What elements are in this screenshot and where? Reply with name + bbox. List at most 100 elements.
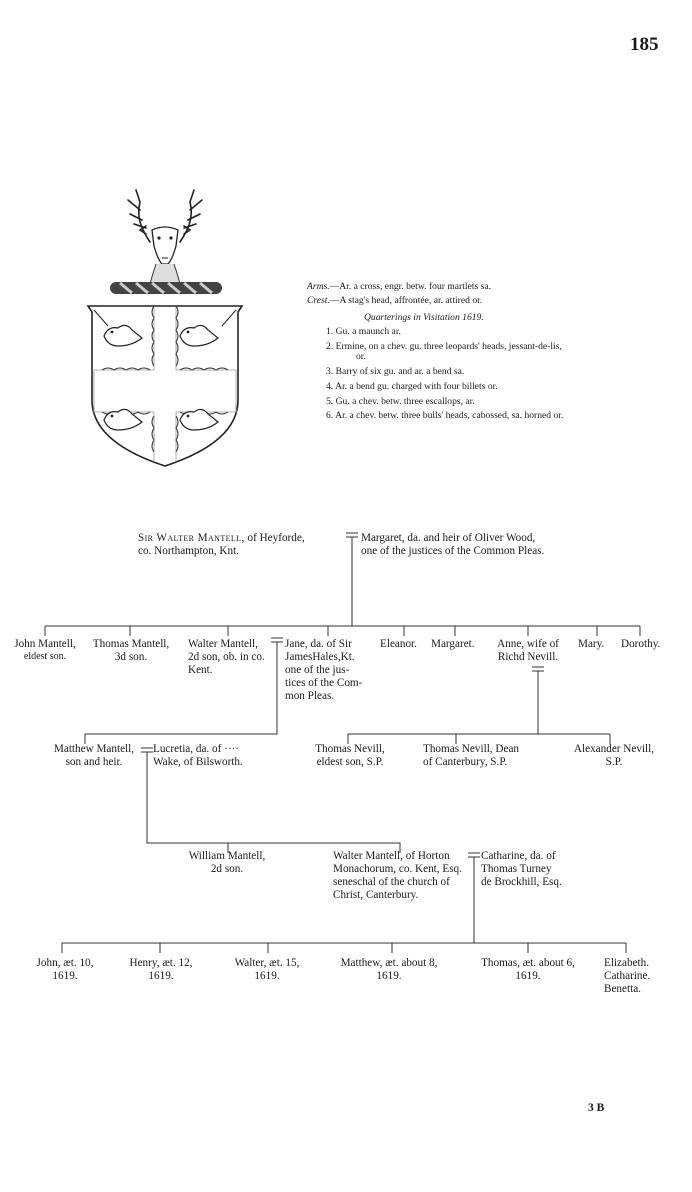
marriage-sign — [346, 532, 358, 538]
name: Thomas Nevill, — [315, 743, 385, 755]
description: tices of the Com- — [285, 677, 363, 689]
description: 2d son. — [210, 863, 244, 875]
person-thomas: Thomas, æt. about 6,1619. — [470, 957, 586, 983]
description: 1619. — [52, 970, 78, 982]
person-matthew: Matthew, æt. about 8,1619. — [330, 957, 448, 983]
marriage-sign — [271, 637, 283, 643]
name-catharine: Catharine. — [604, 970, 651, 982]
person-john: John, æt. 10,1619. — [22, 957, 108, 983]
quarterings-title: Quarterings in Visitation 1619. — [364, 312, 484, 323]
description: seneschal of the church of — [333, 876, 450, 888]
crest-text: —A stag's head, affrontée, ar. attired o… — [329, 295, 483, 306]
arms-label: Arms. — [307, 281, 330, 292]
quartering-number: 5. — [326, 395, 334, 407]
name-benetta: Benetta. — [604, 983, 641, 995]
name: Anne, wife of — [497, 638, 559, 650]
description: of Canterbury, S.P. — [423, 756, 508, 768]
description: 3d son. — [114, 651, 148, 663]
name: Jane, da. of Sir — [285, 638, 352, 650]
description: JamesHales,Kt. — [285, 651, 355, 663]
quartering-text: Gu. a chev. betw. three escallops, ar. — [335, 395, 475, 407]
crest-label: Crest. — [307, 295, 330, 306]
quartering-text: Gu. a maunch ar. — [335, 326, 401, 337]
description: Thomas Turney — [481, 863, 552, 875]
description: Richd Nevill. — [497, 651, 559, 663]
arms-line: Arms.—Ar. a cross, engr. betw. four mart… — [307, 280, 491, 295]
marriage-sign — [141, 747, 153, 753]
description: Kent. — [188, 664, 213, 676]
name: John, æt. 10, — [36, 957, 94, 969]
quartering-number: 2. — [326, 340, 334, 352]
description: 1619. — [148, 970, 174, 982]
sir-walter-line2: co. Northampton, Knt. — [138, 545, 239, 557]
description: 2d son, ob. in co. — [188, 651, 265, 663]
quarterings-list: 1. Gu. a maunch ar. 2. Ermine, on a chev… — [326, 325, 563, 424]
person-dorothy: Dorothy. — [621, 638, 661, 650]
description: 1619. — [376, 970, 402, 982]
name: Thomas Mantell, — [92, 638, 170, 650]
name-sir-walter: Sir Walter Mantell, — [138, 532, 245, 544]
person-william-mantell: William Mantell,2d son. — [178, 850, 276, 876]
crest-line: Crest.—A stag's head, affrontée, ar. att… — [307, 294, 482, 309]
person-lucretia: Lucretia, da. of ····Wake, of Bilsworth. — [153, 743, 243, 769]
quartering-text: or. — [356, 351, 366, 363]
name: John Mantell, — [14, 638, 76, 650]
person-margaret-wood: Margaret, da. and heir of Oliver Wood, — [361, 532, 536, 544]
name: Thomas, æt. about 6, — [481, 957, 575, 969]
person-alexander-nevill: Alexander Nevill,S.P. — [566, 743, 662, 769]
quartering-text: Barry of six gu. and ar. a bend sa. — [335, 366, 465, 378]
description: de Brockhill, Esq. — [481, 876, 562, 888]
person-john-mantell: John Mantell,eldest son. — [8, 638, 82, 663]
person-walter: Walter, æt. 15,1619. — [224, 957, 310, 983]
name: Matthew Mantell, — [53, 743, 135, 755]
quartering-number: 6. — [326, 410, 334, 422]
quartering-item: or. — [326, 350, 563, 365]
description: eldest son. — [23, 651, 67, 662]
arms-text: —Ar. a cross, engr. betw. four martlets … — [329, 281, 492, 292]
name: William Mantell, — [188, 850, 266, 862]
name: Walter Mantell, — [188, 638, 258, 650]
quartering-text: Ar. a chev. betw. three bulls' heads, ca… — [335, 410, 564, 422]
name: Catharine, da. of — [481, 850, 556, 862]
description: 1619. — [254, 970, 280, 982]
description: Wake, of Bilsworth. — [153, 756, 243, 768]
name: Alexander Nevill, — [573, 743, 655, 755]
description: son and heir. — [65, 756, 123, 768]
quartering-item: 2. Ermine, on a chev. gu. three leopards… — [326, 340, 563, 355]
name: Lucretia, da. of ···· — [153, 743, 240, 755]
quartering-number: 1. — [326, 326, 334, 337]
quartering-text: Ar. a bend gu. charged with four billets… — [335, 380, 498, 392]
quartering-item: 3. Barry of six gu. and ar. a bend sa. — [326, 365, 563, 380]
person-eleanor: Eleanor. — [380, 638, 417, 650]
person-thomas-mantell: Thomas Mantell,3d son. — [88, 638, 174, 664]
name: Matthew, æt. about 8, — [340, 957, 438, 969]
person-walter-mantell-2d: Walter Mantell,2d son, ob. in co.Kent. — [188, 638, 265, 677]
name: Walter, æt. 15, — [234, 957, 300, 969]
quartering-item: 6. Ar. a chev. betw. three bulls' heads,… — [326, 409, 563, 424]
person-matthew-mantell: Matthew Mantell,son and heir. — [46, 743, 142, 769]
margaret-wood-line2: one of the justices of the Common Pleas. — [361, 545, 545, 557]
marriage-sign — [468, 852, 480, 858]
name: Walter Mantell, of Horton — [333, 850, 450, 862]
page-number: 185 — [630, 34, 659, 55]
name: Thomas Nevill, Dean — [423, 743, 520, 755]
name-elizabeth: Elizabeth. — [604, 957, 650, 969]
name: Henry, æt. 12, — [129, 957, 193, 969]
signature-mark: 3 B — [588, 1102, 605, 1114]
description: S.P. — [605, 756, 623, 768]
person-daughters: Elizabeth.Catharine.Benetta. — [604, 957, 650, 996]
description: Monachorum, co. Kent, Esq. — [333, 863, 462, 875]
quartering-text: Ermine, on a chev. gu. three leopards' h… — [335, 340, 562, 352]
description: eldest son, S.P. — [316, 756, 384, 768]
person-henry: Henry, æt. 12,1619. — [118, 957, 204, 983]
person-sir-walter-mantell: Sir Walter Mantell, of Heyforde, — [138, 532, 305, 545]
residence-heyforde: of Heyforde, — [244, 532, 305, 544]
description: mon Pleas. — [285, 690, 335, 702]
quartering-number: 3. — [326, 366, 334, 378]
person-thomas-nevill: Thomas Nevill,eldest son, S.P. — [306, 743, 394, 769]
description: one of the jus- — [285, 664, 350, 676]
